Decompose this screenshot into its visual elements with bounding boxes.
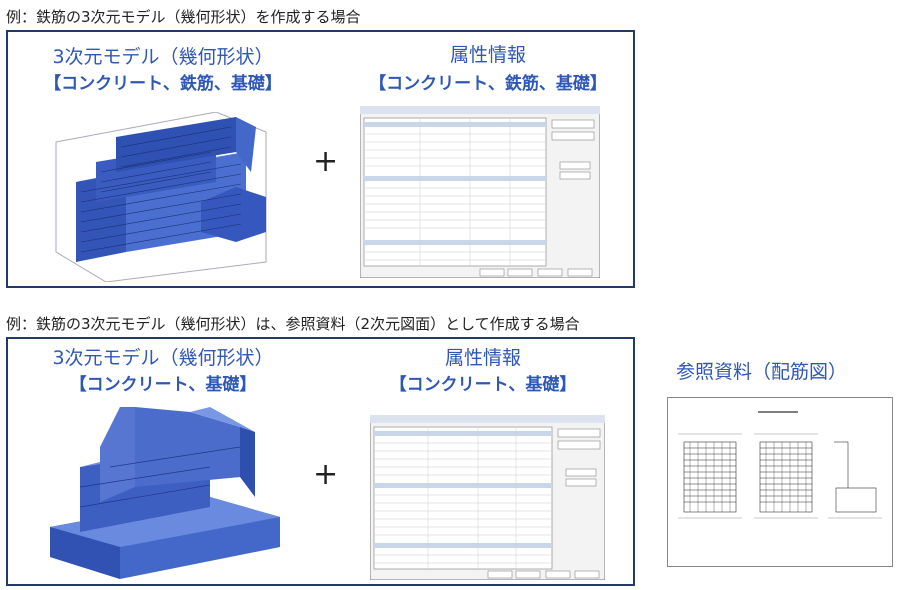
top-attr-subtitle: 【コンクリート、鉄筋、基礎】 bbox=[369, 74, 607, 94]
bottom-plus-sign: + bbox=[313, 457, 339, 492]
top-caption: 例：鉄筋の3次元モデル（幾何形状）を作成する場合 bbox=[6, 8, 361, 26]
attribute-dialog-image bbox=[360, 106, 600, 278]
bottom-model-subtitle: 【コンクリート、基礎】 bbox=[69, 375, 257, 395]
rebar-3d-model-image bbox=[55, 112, 267, 282]
bottom-model-title: 3次元モデル（幾何形状） bbox=[52, 347, 274, 369]
reference-title: 参照資料（配筋図） bbox=[676, 361, 848, 383]
top-model-title: 3次元モデル（幾何形状） bbox=[52, 46, 274, 68]
bottom-caption: 例：鉄筋の3次元モデル（幾何形状）は、参照資料（2次元図面）として作成する場合 bbox=[6, 315, 580, 333]
attribute-dialog-image bbox=[370, 415, 605, 580]
bottom-panel: 3次元モデル（幾何形状） 【コンクリート、基礎】 + 属性情報 【コンクリート、… bbox=[6, 337, 635, 586]
rebar-arrangement-drawing bbox=[678, 411, 882, 519]
top-model-subtitle: 【コンクリート、鉄筋、基礎】 bbox=[44, 74, 282, 94]
bottom-attr-subtitle: 【コンクリート、基礎】 bbox=[389, 375, 577, 395]
rebar-drawing-frame bbox=[667, 397, 893, 567]
bottom-attr-title: 属性情報 bbox=[444, 347, 521, 369]
concrete-3d-model-image bbox=[50, 407, 280, 579]
top-plus-sign: + bbox=[313, 144, 339, 179]
top-attr-title: 属性情報 bbox=[449, 44, 526, 66]
top-panel: 3次元モデル（幾何形状） 【コンクリート、鉄筋、基礎】 + 属性情報 【コンクリ… bbox=[6, 30, 635, 288]
